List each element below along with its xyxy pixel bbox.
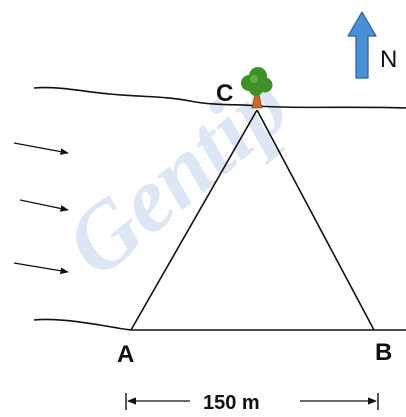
line-c-to-b bbox=[256, 109, 375, 331]
north-arrow-icon bbox=[347, 11, 377, 79]
point-a-label: A bbox=[117, 341, 134, 368]
dimension-label: 150 m bbox=[203, 392, 260, 414]
tree-icon bbox=[241, 67, 273, 109]
line-a-to-c bbox=[130, 109, 258, 331]
point-c-label: C bbox=[216, 80, 233, 107]
point-b-label: B bbox=[375, 339, 392, 366]
flow-arrow-icon bbox=[19, 199, 69, 212]
flow-arrow-icon bbox=[13, 262, 69, 275]
north-label: N bbox=[380, 46, 397, 73]
near-riverbank bbox=[33, 318, 406, 331]
dimension-line bbox=[125, 393, 379, 410]
far-riverbank bbox=[33, 86, 406, 109]
flow-arrows bbox=[13, 142, 69, 275]
flow-arrow-icon bbox=[13, 142, 69, 155]
